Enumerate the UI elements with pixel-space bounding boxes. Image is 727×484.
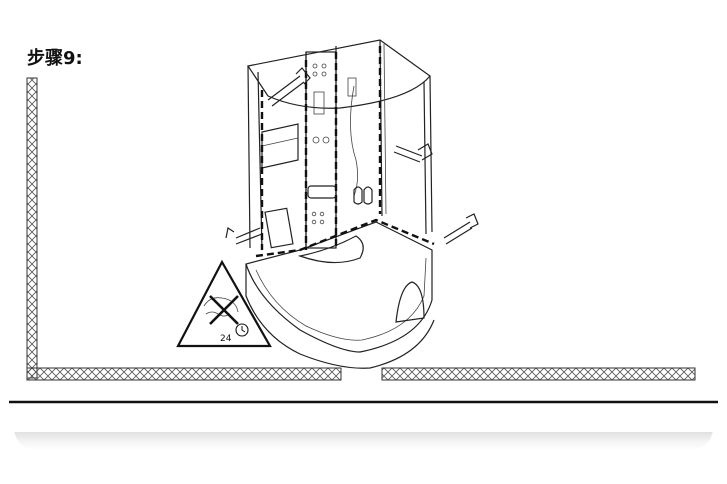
no-water-icon xyxy=(203,295,239,325)
caulking-gun-icon xyxy=(225,67,479,245)
wall-and-floor xyxy=(9,77,718,404)
step-title: 步骤9: xyxy=(27,48,83,69)
warning-triangle-icon xyxy=(176,259,272,348)
shower-cabin-illustration xyxy=(225,39,479,369)
left-wall-hatch xyxy=(26,77,38,379)
floor-hatch-right xyxy=(381,367,696,381)
clock-icon xyxy=(235,323,249,337)
floor-hatch-left xyxy=(26,367,342,381)
page-shadow xyxy=(14,428,713,450)
